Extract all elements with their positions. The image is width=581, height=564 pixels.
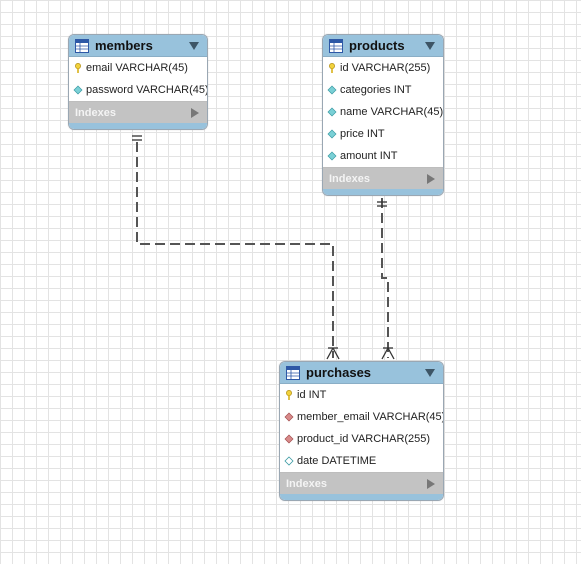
table-icon	[75, 38, 89, 53]
relationship-products-purchases[interactable]	[377, 198, 395, 360]
entity-title: purchases	[306, 365, 372, 380]
column-row[interactable]: price INT	[323, 123, 443, 145]
table-icon	[286, 365, 300, 380]
connector-line	[381, 198, 389, 358]
column-diamond-icon	[327, 129, 337, 139]
entity-footer	[323, 189, 443, 195]
column-label: id INT	[297, 389, 327, 401]
primary-key-icon	[286, 390, 292, 400]
entity-footer	[69, 123, 207, 129]
column-diamond-icon	[327, 151, 337, 161]
entity-header[interactable]: products	[323, 35, 443, 57]
expand-triangle-icon[interactable]	[191, 107, 199, 118]
column-diamond-icon	[327, 107, 337, 117]
relationship-members-purchases[interactable]	[132, 135, 340, 360]
column-row[interactable]: member_email VARCHAR(45)	[280, 406, 443, 428]
column-label: email VARCHAR(45)	[86, 62, 188, 74]
column-row[interactable]: name VARCHAR(45)	[323, 101, 443, 123]
column-row[interactable]: product_id VARCHAR(255)	[280, 428, 443, 450]
column-row[interactable]: id VARCHAR(255)	[323, 57, 443, 79]
indexes-section[interactable]: Indexes	[69, 101, 207, 123]
column-label: price INT	[340, 128, 385, 140]
column-label: id VARCHAR(255)	[340, 62, 431, 74]
entity-members[interactable]: members email VARCHAR(45) password VARCH…	[68, 34, 208, 130]
entity-header[interactable]: purchases	[280, 362, 443, 384]
indexes-label: Indexes	[75, 106, 116, 119]
collapse-triangle-icon[interactable]	[425, 368, 435, 377]
indexes-section[interactable]: Indexes	[323, 167, 443, 189]
column-row[interactable]: date DATETIME	[280, 450, 443, 472]
foreign-key-icon	[284, 412, 294, 422]
column-row[interactable]: amount INT	[323, 145, 443, 167]
expand-triangle-icon[interactable]	[427, 478, 435, 489]
entity-title: products	[349, 38, 405, 53]
column-label: categories INT	[340, 84, 412, 96]
crows-foot-marker	[332, 347, 340, 360]
connector-line	[136, 142, 334, 358]
primary-key-icon	[75, 63, 81, 73]
column-row[interactable]: categories INT	[323, 79, 443, 101]
entity-footer	[280, 494, 443, 500]
entity-products[interactable]: products id VARCHAR(255) categories INT …	[322, 34, 444, 196]
column-label: name VARCHAR(45)	[340, 106, 444, 118]
column-diamond-icon	[327, 85, 337, 95]
column-label: member_email VARCHAR(45)	[297, 411, 444, 423]
column-label: amount INT	[340, 150, 398, 162]
foreign-key-icon	[284, 434, 294, 444]
indexes-label: Indexes	[286, 477, 327, 490]
column-diamond-icon	[73, 85, 83, 95]
indexes-section[interactable]: Indexes	[280, 472, 443, 494]
primary-key-icon	[329, 63, 335, 73]
crows-foot-marker	[387, 347, 395, 360]
column-row[interactable]: password VARCHAR(45)	[69, 79, 207, 101]
indexes-label: Indexes	[329, 172, 370, 185]
column-row[interactable]: id INT	[280, 384, 443, 406]
entity-title: members	[95, 38, 153, 53]
crows-foot-marker	[326, 347, 334, 360]
entity-purchases[interactable]: purchases id INT member_email VARCHAR(45…	[279, 361, 444, 501]
entity-header[interactable]: members	[69, 35, 207, 57]
nullable-column-icon	[284, 456, 294, 466]
column-label: product_id VARCHAR(255)	[297, 433, 431, 445]
table-icon	[329, 38, 343, 53]
collapse-triangle-icon[interactable]	[189, 41, 199, 50]
column-label: password VARCHAR(45)	[86, 84, 208, 96]
column-label: date DATETIME	[297, 455, 377, 467]
crows-foot-marker	[381, 347, 389, 360]
expand-triangle-icon[interactable]	[427, 173, 435, 184]
column-row[interactable]: email VARCHAR(45)	[69, 57, 207, 79]
collapse-triangle-icon[interactable]	[425, 41, 435, 50]
